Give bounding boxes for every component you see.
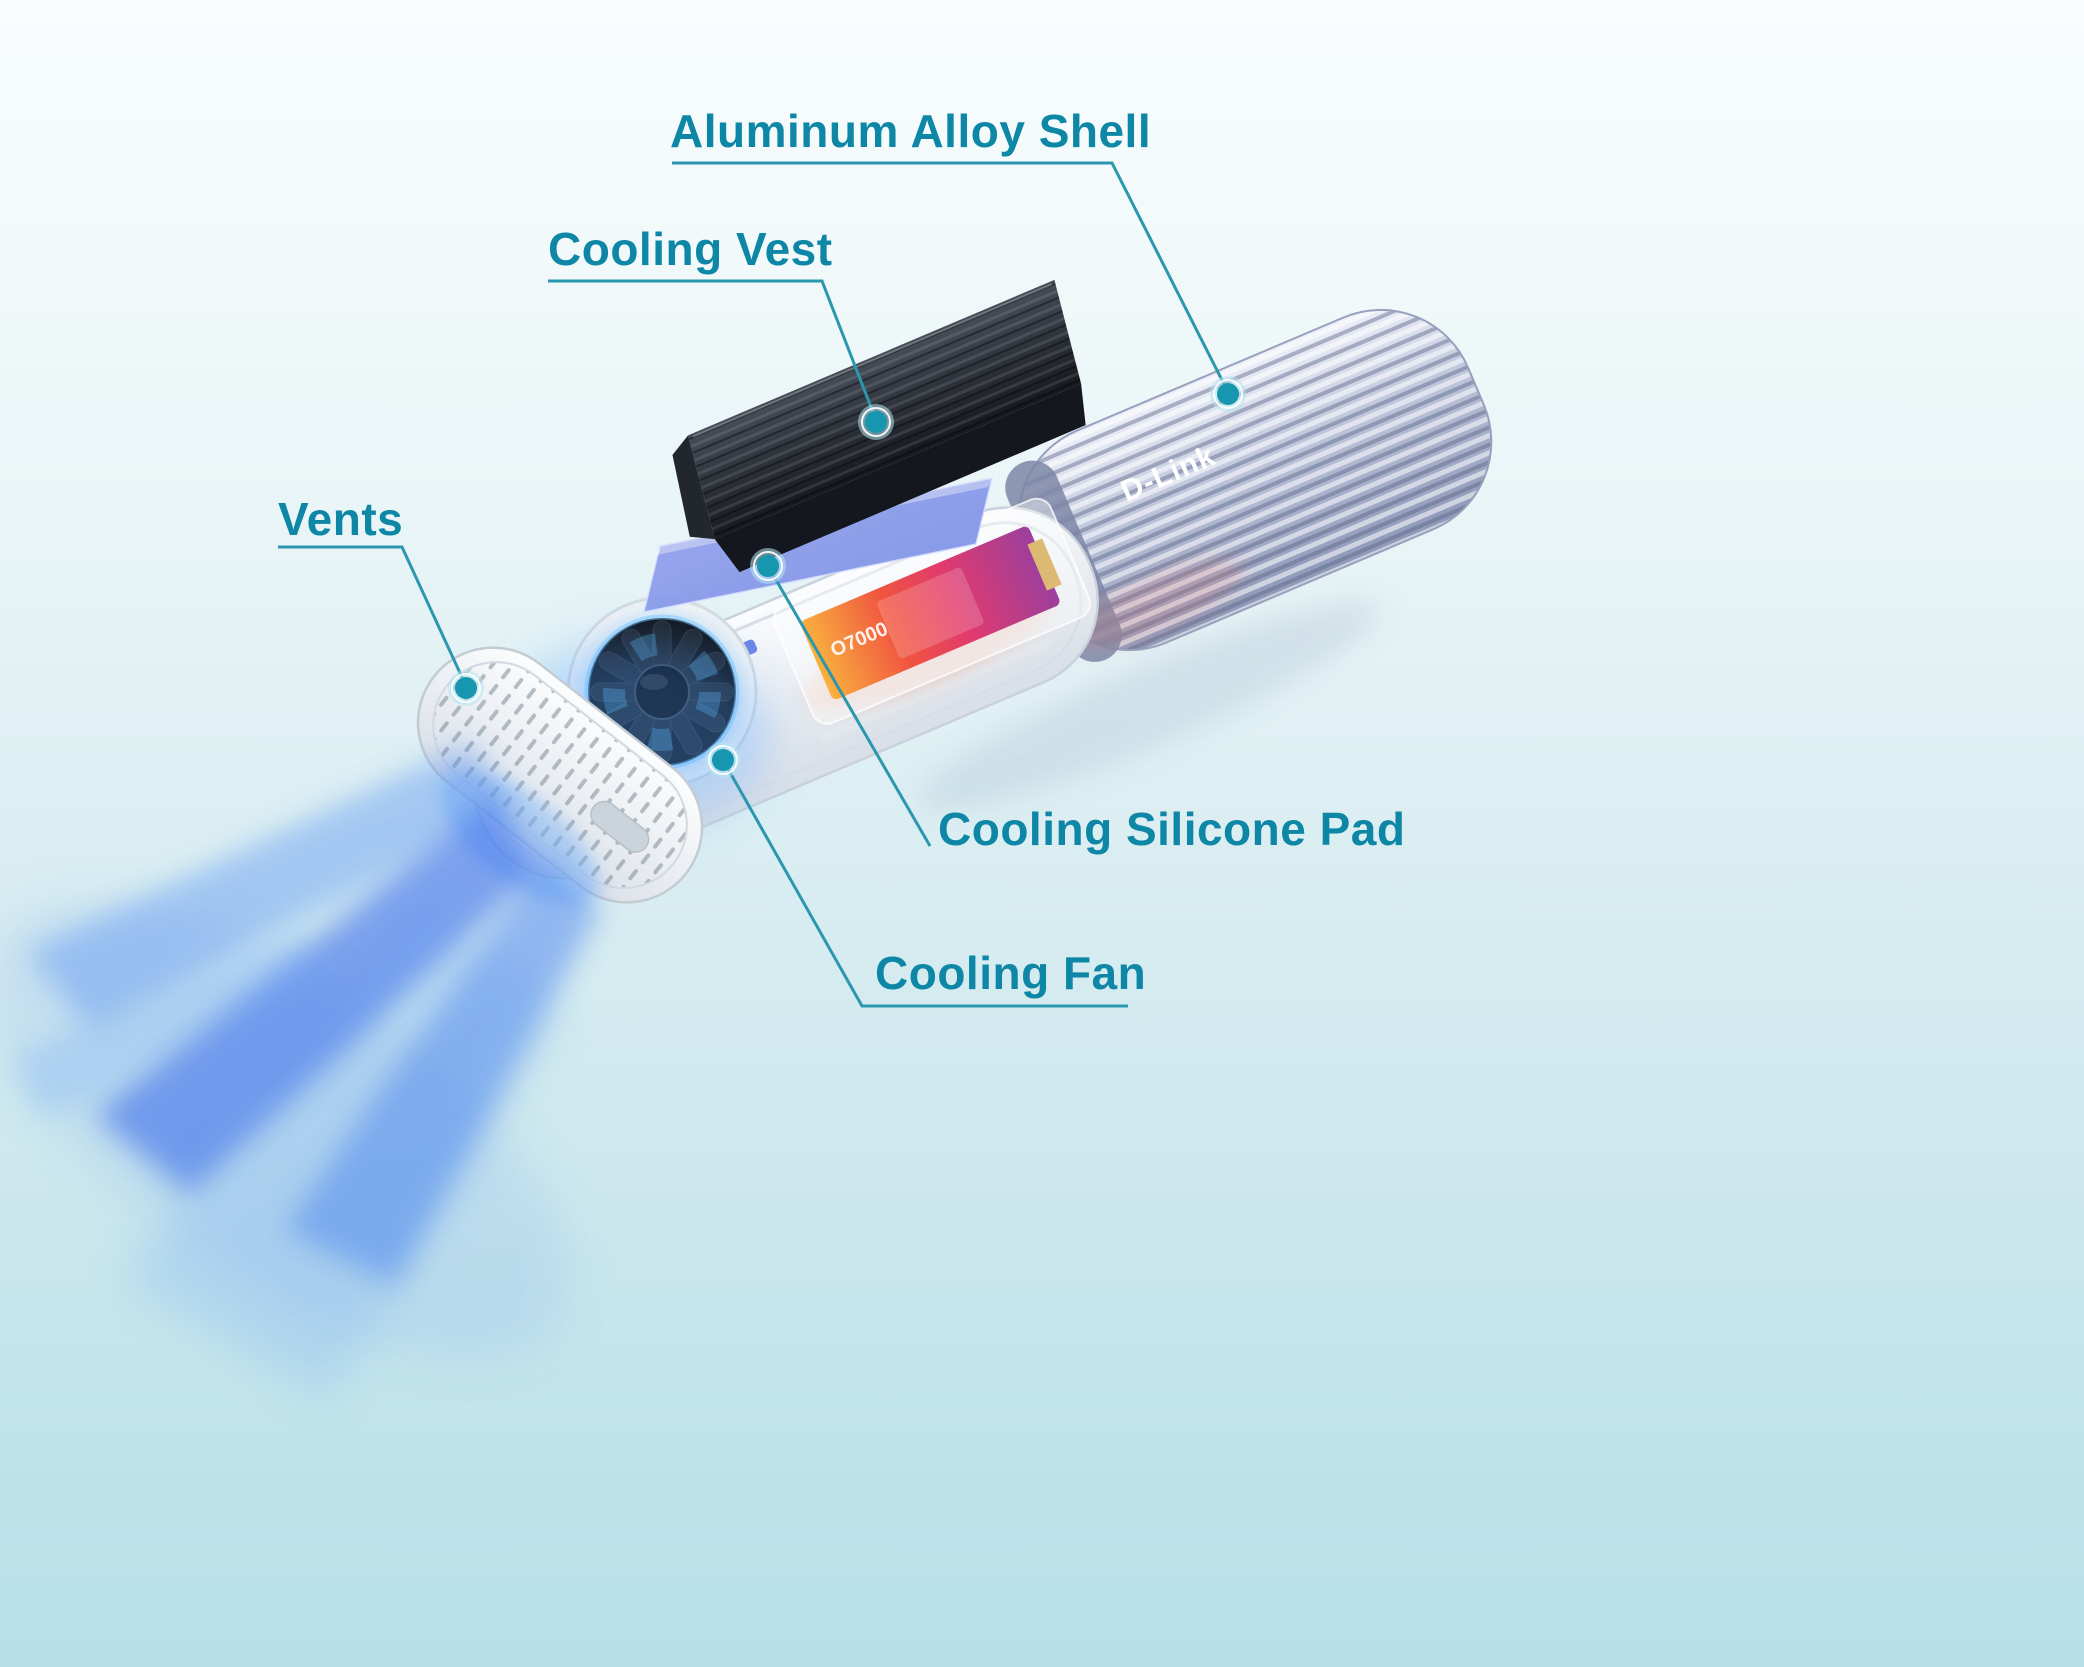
leader-line-shell	[672, 161, 1230, 393]
callout-dot-fan	[705, 742, 741, 778]
label-vents: Vents	[278, 493, 404, 545]
leader-line-vest	[548, 279, 878, 421]
ssd-card	[801, 526, 1060, 700]
airflow-streak	[120, 900, 560, 1400]
vent-end-slot	[590, 800, 650, 853]
callout-dot-shell	[1210, 376, 1246, 412]
leader-line-vents	[278, 545, 468, 687]
ssd-assembly: O7000	[772, 497, 1091, 725]
label-cooling-vest: Cooling Vest	[548, 223, 833, 275]
ssd-connector	[1027, 538, 1062, 591]
leader-lines	[278, 161, 1230, 1008]
label-cooling-silicone-pad: Cooling Silicone Pad	[938, 803, 1406, 855]
leader-line-pad	[766, 565, 932, 847]
label-aluminum-alloy-shell: Aluminum Alloy Shell	[670, 105, 1152, 157]
callout-dot-pad	[750, 548, 786, 584]
callout-dots	[448, 376, 1246, 778]
airflow-streak	[95, 798, 540, 1195]
device-shadow	[919, 600, 1381, 810]
airflow	[10, 742, 600, 1400]
airflow-streak	[28, 742, 512, 1030]
leader-line-fan	[721, 759, 1128, 1008]
label-cooling-fan: Cooling Fan	[875, 947, 1147, 999]
callout-dot-vents	[448, 670, 484, 706]
airflow-streak	[10, 930, 330, 1120]
callout-dot-vest	[858, 404, 894, 440]
